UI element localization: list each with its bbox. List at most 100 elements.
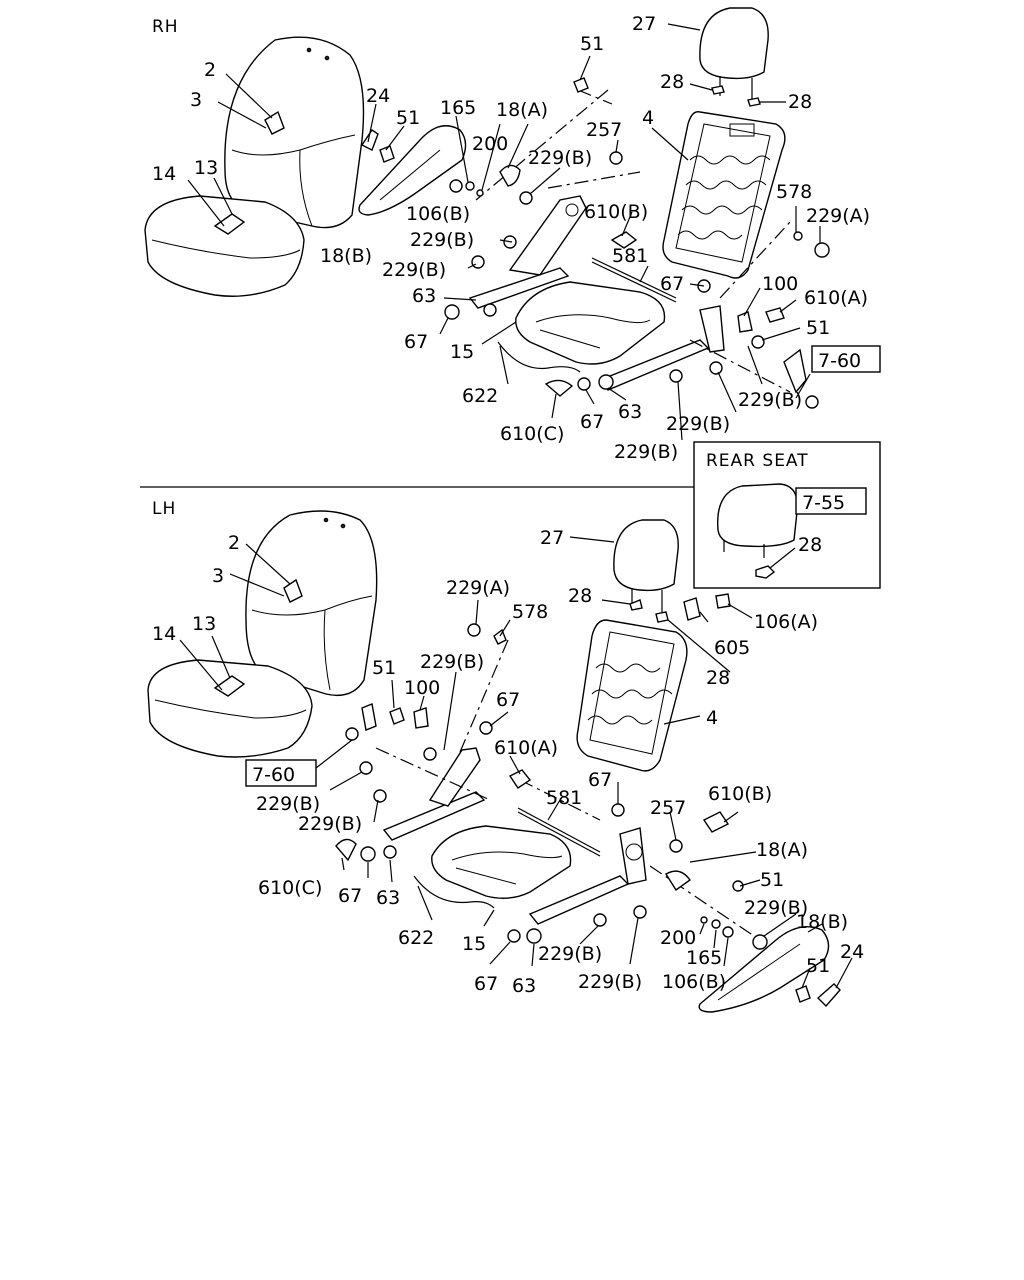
rh-label-51-a: 51 — [396, 107, 420, 129]
rh-label-229b-a: 229(B) — [528, 147, 592, 169]
section-label-lh: LH — [152, 499, 176, 519]
lh-label-165: 165 — [686, 947, 722, 969]
lh-label-3: 3 — [212, 565, 224, 587]
rh-label-229b-f: 229(B) — [614, 441, 678, 463]
rh-label-63-a: 63 — [412, 285, 436, 307]
lh-label-67-b: 67 — [588, 769, 612, 791]
lh-label-610a: 610(A) — [494, 737, 558, 759]
lh-cushion-cover — [147, 659, 313, 758]
rh-assembly: 27 2 3 24 51 165 18(A) 200 51 257 229(B)… — [144, 7, 881, 463]
label-28-rear: 28 — [798, 534, 822, 556]
lh-label-63-a: 63 — [376, 887, 400, 909]
rh-label-581: 581 — [612, 245, 648, 267]
lh-label-610b: 610(B) — [708, 783, 772, 805]
rear-headrest — [717, 483, 799, 548]
lh-leaders — [179, 536, 853, 989]
rh-inner-rail — [468, 267, 570, 309]
ref-7-55: 7-55 — [802, 492, 845, 514]
lh-label-24: 24 — [840, 941, 864, 963]
rh-label-3: 3 — [190, 89, 202, 111]
lh-label-18a: 18(A) — [756, 839, 808, 861]
lh-label-581: 581 — [546, 787, 582, 809]
rh-label-257: 257 — [586, 119, 622, 141]
lh-label-27: 27 — [540, 527, 564, 549]
ref-box-7-55 — [795, 487, 867, 515]
lh-label-229b-f: 229(B) — [578, 971, 642, 993]
lh-label-14: 14 — [152, 623, 176, 645]
rear-seat-inset: REAR SEAT 7-55 28 — [693, 441, 881, 589]
rh-label-229a: 229(A) — [806, 205, 870, 227]
rh-label-106b: 106(B) — [406, 203, 470, 225]
rh-label-200: 200 — [472, 133, 508, 155]
rh-label-51-c: 51 — [806, 317, 830, 339]
rh-label-229b-c: 229(B) — [382, 259, 446, 281]
lh-headrest — [613, 519, 679, 592]
rh-headrest — [699, 7, 769, 80]
rh-label-229b-b: 229(B) — [410, 229, 474, 251]
rh-cushion-cover — [144, 195, 305, 297]
rh-label-67-b: 67 — [404, 331, 428, 353]
lh-label-106b: 106(B) — [662, 971, 726, 993]
rh-label-27: 27 — [632, 13, 656, 35]
lh-label-200: 200 — [660, 927, 696, 949]
lh-label-67-a: 67 — [496, 689, 520, 711]
rh-label-28-a: 28 — [660, 71, 684, 93]
rh-label-28-b: 28 — [788, 91, 812, 113]
lh-label-106a: 106(A) — [754, 611, 818, 633]
lh-ref-box-7-60 — [245, 759, 317, 787]
rh-label-2: 2 — [204, 59, 216, 81]
lh-label-578: 578 — [512, 601, 548, 623]
lh-label-51-c: 51 — [806, 955, 830, 977]
rh-ref-7-60: 7-60 — [818, 350, 861, 372]
rh-leaders — [187, 23, 821, 441]
lh-label-229b-d: 229(B) — [744, 897, 808, 919]
rh-label-610b: 610(B) — [584, 201, 648, 223]
lh-label-229a: 229(A) — [446, 577, 510, 599]
lh-hardware — [335, 593, 811, 1003]
rh-seatback-cover — [224, 36, 365, 229]
lh-label-63-b: 63 — [512, 975, 536, 997]
lh-label-15: 15 — [462, 933, 486, 955]
rh-hardware — [379, 77, 830, 409]
lh-label-13: 13 — [192, 613, 216, 635]
lh-label-18b: 18(B) — [796, 911, 848, 933]
rh-label-622: 622 — [462, 385, 498, 407]
rh-label-165: 165 — [440, 97, 476, 119]
rh-label-610a: 610(A) — [804, 287, 868, 309]
rh-label-578: 578 — [776, 181, 812, 203]
lh-label-229b-a: 229(B) — [420, 651, 484, 673]
lh-label-51-a: 51 — [372, 657, 396, 679]
rh-label-13: 13 — [194, 157, 218, 179]
lh-label-28-b: 28 — [706, 667, 730, 689]
lh-label-67-c: 67 — [338, 885, 362, 907]
lh-label-257: 257 — [650, 797, 686, 819]
rh-label-18a: 18(A) — [496, 99, 548, 121]
lh-label-229b-e: 229(B) — [538, 943, 602, 965]
lh-label-605: 605 — [714, 637, 750, 659]
rh-wire — [497, 341, 581, 373]
rh-seatback-frame — [662, 111, 786, 279]
rh-rod — [591, 257, 677, 299]
rh-label-100: 100 — [762, 273, 798, 295]
lh-label-229b-c: 229(B) — [298, 813, 362, 835]
lh-label-622: 622 — [398, 927, 434, 949]
rh-label-63-b: 63 — [618, 401, 642, 423]
lh-cushion-pan — [431, 825, 572, 899]
rh-label-15: 15 — [450, 341, 474, 363]
section-label-rh: RH — [152, 17, 179, 37]
rh-ref-box-7-60 — [811, 345, 881, 373]
lh-ref-7-60: 7-60 — [252, 764, 295, 786]
lh-seatback-frame — [576, 619, 688, 772]
rh-label-4: 4 — [642, 107, 654, 129]
lh-assembly: 27 2 3 229(A) 28 578 106(A) 14 13 605 22… — [147, 510, 864, 1013]
lh-label-2: 2 — [228, 532, 240, 554]
rear-seat-title: REAR SEAT — [706, 451, 809, 471]
lh-rod — [517, 807, 601, 853]
rh-label-610c: 610(C) — [500, 423, 564, 445]
rh-label-14: 14 — [152, 163, 176, 185]
rh-label-229b-e: 229(B) — [666, 413, 730, 435]
rh-cushion-pan — [515, 281, 666, 365]
rh-label-229b-d: 229(B) — [738, 389, 802, 411]
rh-label-67-c: 67 — [580, 411, 604, 433]
